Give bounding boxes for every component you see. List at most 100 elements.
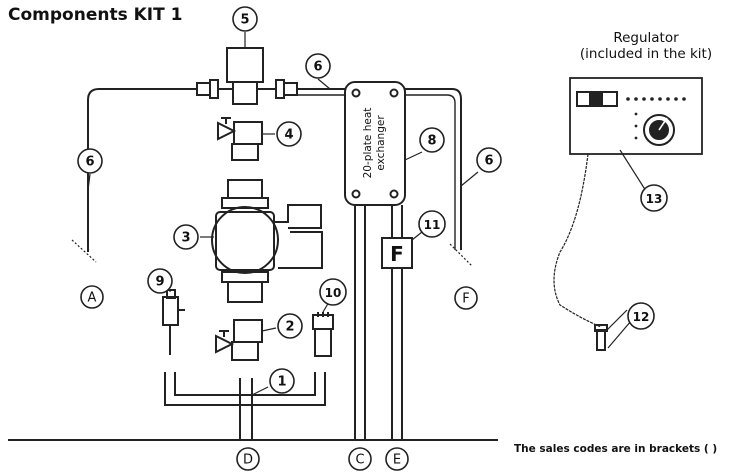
regulator-caption-line1: Regulator [613, 30, 679, 46]
regulator-switch [589, 91, 603, 107]
flow-meter-box [381, 237, 413, 269]
leader-2 [261, 327, 277, 332]
valve-4-lower [231, 143, 259, 161]
callout-circle-10 [319, 278, 347, 306]
callout-circle-9 [147, 268, 173, 294]
valve-2-lower [231, 341, 259, 361]
valve-4-body [233, 121, 263, 145]
connection-a: A [88, 291, 97, 306]
heat-exchanger-label-line1: 20-plate heat [362, 108, 374, 179]
sensor-10-body [314, 328, 332, 357]
valve-4-bowtie-left [217, 121, 237, 141]
heat-exchanger-label: 20-plate heat exchanger [362, 108, 387, 179]
right-union-nut [275, 79, 285, 99]
connection-d: D [243, 453, 253, 468]
leader-12b [607, 320, 632, 349]
callout-11: 11 [424, 218, 441, 232]
pipe-cut-f [449, 243, 473, 267]
callout-6-top: 6 [313, 60, 322, 75]
callout-circle-5 [232, 6, 258, 32]
callout-6-right: 6 [484, 154, 493, 169]
leader-11 [411, 231, 423, 241]
pump-top-union [227, 179, 263, 199]
safety-valve-body [162, 296, 179, 326]
callout-8: 8 [427, 134, 436, 149]
right-pipe-inner [405, 94, 456, 250]
pump-motor-box [274, 204, 322, 229]
leader-6a [87, 173, 91, 191]
callout-circle-3 [173, 224, 199, 250]
leader-12a [604, 309, 628, 333]
flow-meter-letter: F [390, 242, 404, 266]
regulator-knob-ring [643, 114, 675, 146]
leader-13 [619, 149, 647, 192]
callout-circle-6c [476, 147, 502, 173]
manifold-inner [174, 372, 316, 396]
pump-body [211, 206, 279, 274]
callout-6-left: 6 [85, 155, 94, 170]
callout-3: 3 [181, 231, 190, 246]
sensor-10-head [312, 314, 334, 330]
diagram-title: Components KIT 1 [8, 5, 183, 25]
right-union [283, 82, 298, 96]
callout-circle-2 [277, 313, 303, 339]
callout-9: 9 [155, 275, 164, 290]
callout-circle-13 [640, 184, 668, 212]
callout-12: 12 [633, 310, 650, 324]
pump-motor-cable [278, 231, 323, 269]
exchanger-port-1 [351, 88, 361, 98]
regulator-caption: Regulator (included in the kit) [556, 30, 736, 62]
right-pipe-outer [405, 88, 462, 250]
safety-valve-cap [166, 289, 176, 299]
valve-2-bowtie [215, 334, 235, 354]
valve-2-body [233, 319, 263, 343]
heat-exchanger-label-line2: exchanger [375, 115, 387, 171]
component-5-body [226, 47, 264, 83]
leader-8 [404, 151, 423, 161]
regulator-knob-pointer [658, 117, 668, 131]
pump-housing [215, 211, 275, 271]
connection-circle-a [80, 285, 104, 309]
callout-circle-8 [419, 127, 445, 153]
exchanger-port-2 [389, 88, 399, 98]
callout-2: 2 [285, 320, 294, 335]
callout-circle-11 [418, 210, 446, 238]
connection-circle-e [385, 447, 409, 471]
regulator-caption-line2: (included in the kit) [579, 46, 713, 62]
leader-1 [251, 386, 269, 396]
callout-circle-12 [627, 302, 655, 330]
exchanger-port-4 [389, 189, 399, 199]
callout-circle-4 [276, 121, 302, 147]
connection-circle-c [348, 447, 372, 471]
heat-exchanger-box [344, 81, 406, 206]
probe-cap [594, 324, 608, 332]
leader-6b [317, 78, 331, 90]
left-pipe [87, 88, 197, 252]
connection-circle-f [454, 286, 478, 310]
regulator-box [569, 77, 703, 155]
left-union [196, 82, 211, 96]
callout-10: 10 [325, 286, 342, 300]
pipe-cut-a [71, 239, 97, 263]
left-union-nut [209, 79, 219, 99]
pump-bottom-union [227, 281, 263, 303]
probe-body [596, 329, 606, 351]
probe-cable [553, 153, 602, 328]
connection-e: E [393, 453, 401, 468]
connection-c: C [355, 453, 364, 468]
exchanger-port-3 [351, 189, 361, 199]
connection-f: F [462, 292, 469, 307]
callout-5: 5 [240, 13, 249, 28]
sales-codes-note: The sales codes are in brackets ( ) [514, 443, 718, 455]
callout-circle-6b [305, 53, 331, 79]
callout-circle-1 [269, 368, 295, 394]
callout-1: 1 [277, 375, 286, 390]
callout-13: 13 [646, 192, 663, 206]
manifold-outer [164, 372, 326, 406]
connection-circle-d [236, 447, 260, 471]
regulator-indicators [626, 97, 686, 140]
component-5-valve [232, 81, 258, 105]
callout-circle-6a [77, 148, 103, 174]
